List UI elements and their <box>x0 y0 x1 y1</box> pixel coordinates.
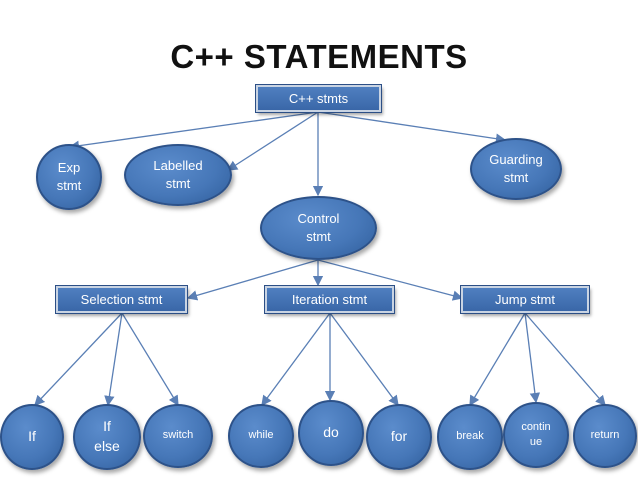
node-iteration-stmt: Iteration stmt <box>265 286 394 313</box>
node-cpp-stmts: C++ stmts <box>256 85 381 112</box>
node-labelled-stmt: Labelled stmt <box>124 144 232 206</box>
node-selection-stmt: Selection stmt <box>56 286 187 313</box>
node-break: break <box>437 404 503 470</box>
node-exp-stmt: Exp stmt <box>36 144 102 210</box>
node-while: while <box>228 404 294 468</box>
node-if-else: If else <box>73 404 141 470</box>
node-continue: contin ue <box>503 402 569 468</box>
node-control-stmt: Control stmt <box>260 196 377 260</box>
edge-root-exp <box>68 111 319 151</box>
edge-control-jump <box>317 259 464 301</box>
edge-root-labelled <box>226 111 319 171</box>
edge-jump-return <box>524 312 606 406</box>
edge-selection-switch <box>121 312 179 407</box>
node-guarding-stmt: Guarding stmt <box>470 138 562 200</box>
node-switch: switch <box>143 404 213 468</box>
edge-iteration-while <box>261 312 331 407</box>
edge-root-guarding <box>317 111 507 144</box>
page-title: C++ STATEMENTS <box>170 38 468 75</box>
node-do: do <box>298 400 364 466</box>
node-return: return <box>573 404 637 468</box>
edge-jump-break <box>469 312 526 407</box>
node-for: for <box>366 404 432 470</box>
node-if: If <box>0 404 64 470</box>
edge-control-selection <box>186 259 319 301</box>
edge-selection-if <box>34 312 123 406</box>
edge-jump-continue <box>524 312 541 404</box>
edge-selection-ifelse <box>104 312 123 407</box>
edge-iteration-for <box>329 312 399 407</box>
node-jump-stmt: Jump stmt <box>461 286 589 313</box>
